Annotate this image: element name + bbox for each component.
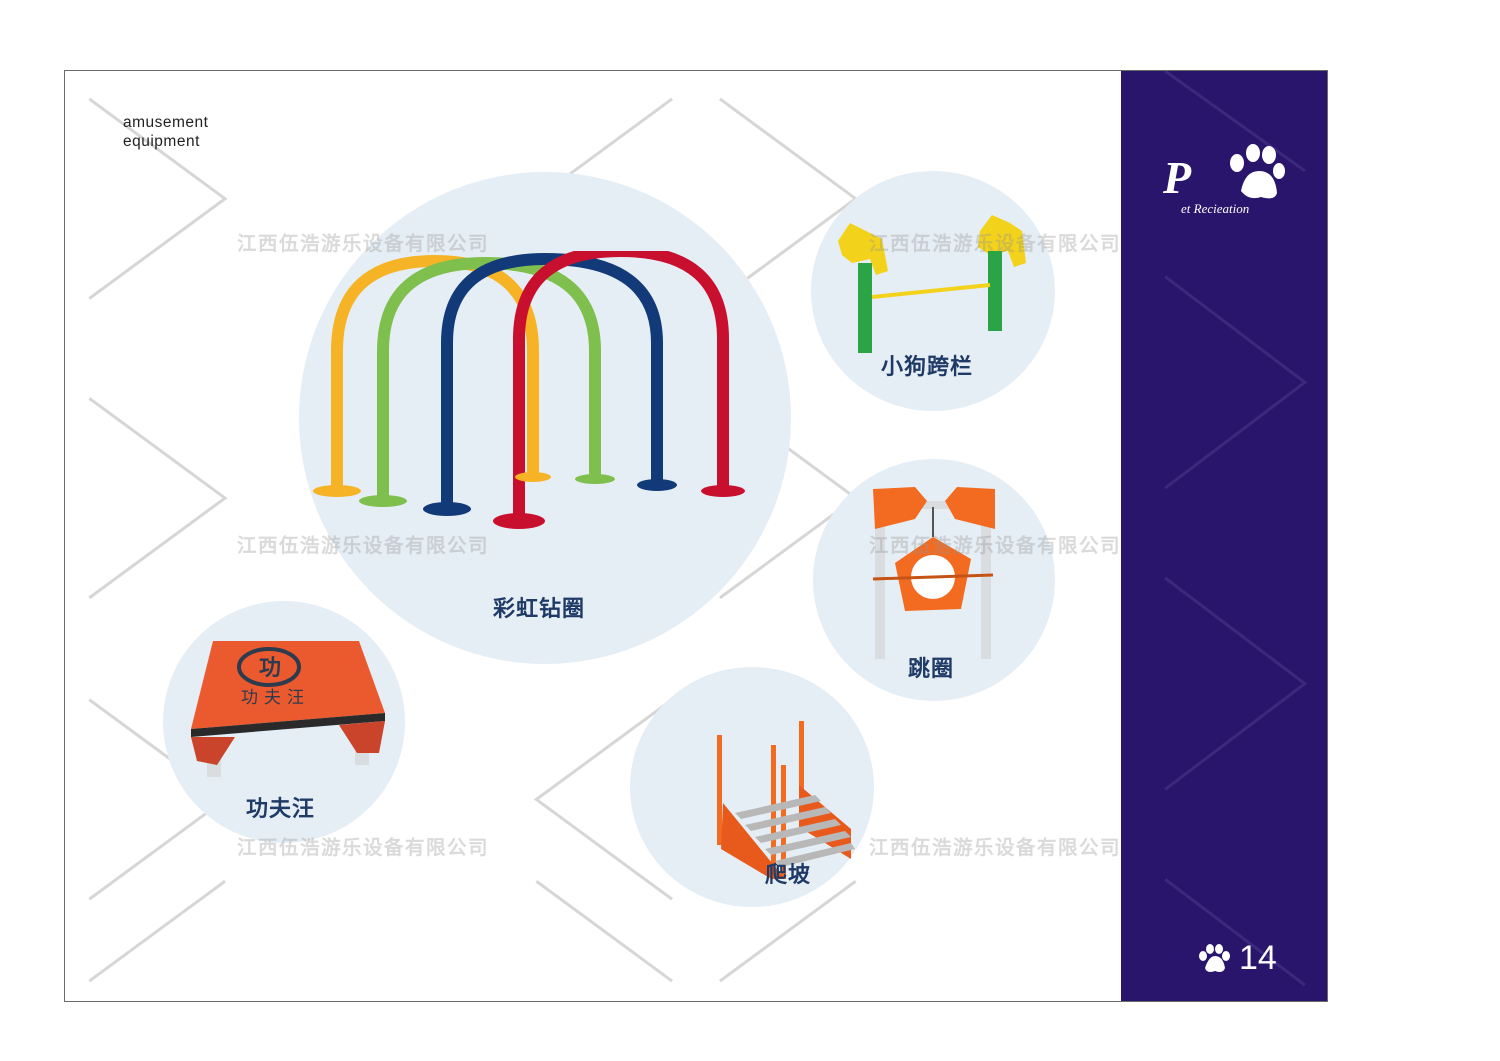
svg-text:P: P: [1162, 152, 1192, 203]
paw-icon: [1199, 943, 1230, 972]
product-label-climb-ramp: 爬坡: [765, 863, 812, 888]
section-subtitle: amusement equipment: [123, 113, 208, 151]
subtitle-line-1: amusement: [123, 114, 209, 131]
svg-text:et Recieation: et Recieation: [1181, 201, 1249, 216]
watermark-text: 江西伍浩游乐设备有限公司: [237, 232, 490, 255]
watermark-text: 江西伍浩游乐设备有限公司: [869, 534, 1122, 557]
watermark-text: 江西伍浩游乐设备有限公司: [869, 836, 1122, 859]
product-label-kungfu-table: 功夫汪: [246, 797, 316, 822]
page-number: 14: [1197, 939, 1277, 978]
page-number-text: 14: [1239, 939, 1277, 977]
jump-ring-image: [872, 487, 995, 659]
rainbow-hoops-image: [313, 251, 745, 529]
pet-recreation-logo: P et Recieation: [1161, 141, 1291, 221]
product-label-rainbow-hoops: 彩虹钻圈: [493, 597, 586, 622]
watermark-text: 江西伍浩游乐设备有限公司: [869, 232, 1122, 255]
svg-text:功夫汪: 功夫汪: [241, 688, 310, 708]
watermark-text: 江西伍浩游乐设备有限公司: [237, 836, 490, 859]
product-label-dog-hurdle: 小狗跨栏: [881, 355, 974, 380]
dog-hurdle-image: [838, 215, 1026, 353]
catalog-page: amusement equipment 彩虹钻圈 小狗跨栏: [64, 70, 1328, 1002]
watermark-text: 江西伍浩游乐设备有限公司: [237, 534, 490, 557]
climb-ramp-image: [717, 721, 855, 879]
subtitle-line-2: equipment: [123, 133, 200, 150]
kungfu-table-image: 功 功夫汪: [191, 641, 385, 777]
product-label-jump-ring: 跳圈: [908, 657, 955, 682]
brand-sidebar: P et Recieation 14: [1121, 71, 1327, 1001]
paw-print-icon: P et Recieation: [1162, 144, 1285, 216]
svg-text:功: 功: [259, 656, 281, 681]
